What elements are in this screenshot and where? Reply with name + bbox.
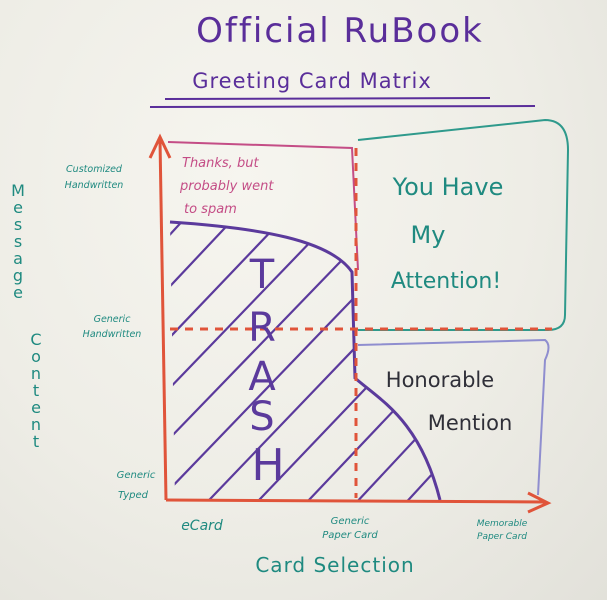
attention-line-3: Attention! [391,269,501,294]
y-axis [158,139,168,501]
y-tick-generic-typed-1: Generic [117,470,156,481]
honorable-line-1: Honorable [386,368,494,392]
x-tick-generic-paper-2: Paper Card [322,530,378,541]
y-tick-generic-handwritten-2: Handwritten [83,329,142,340]
y-tick-customized-1: Customized [66,164,123,175]
y-tick-customized-2: Handwritten [65,180,124,191]
honorable-line-2: Mention [428,411,513,435]
subtitle-underline-1 [164,97,491,100]
board-subtitle: Greeting Card Matrix [192,69,432,93]
y-tick-generic-typed-2: Typed [118,490,149,501]
attention-line-1: You Have [392,173,504,201]
x-tick-memorable-paper-2: Paper Card [477,532,527,542]
subtitle-underline-2 [149,105,536,108]
y-axis-arrow [148,133,172,159]
x-axis-title: Card Selection [255,553,414,577]
x-axis-arrow [527,491,552,514]
attention-line-2: My [411,221,446,249]
spam-note-line-3: to spam [184,202,237,217]
honorable-box [357,338,550,496]
y-tick-generic-handwritten-1: Generic [94,314,132,325]
trash-letter-t: T [249,252,275,298]
x-tick-ecard: eCard [181,518,223,534]
spam-note-line-2: probably went [179,179,274,194]
x-axis [165,498,546,504]
spam-note-line-1: Thanks, but [182,156,259,171]
board-title: Official RuBook [196,11,484,51]
attention-box [357,118,570,331]
x-tick-memorable-paper-1: Memorable [477,519,528,529]
trash-letter-s: S [249,394,274,440]
trash-letter-r: R [248,305,276,351]
x-tick-generic-paper-1: Generic [331,516,370,527]
trash-letter-a: A [248,354,276,400]
trash-region [169,220,442,501]
trash-letter-h: H [251,440,284,491]
